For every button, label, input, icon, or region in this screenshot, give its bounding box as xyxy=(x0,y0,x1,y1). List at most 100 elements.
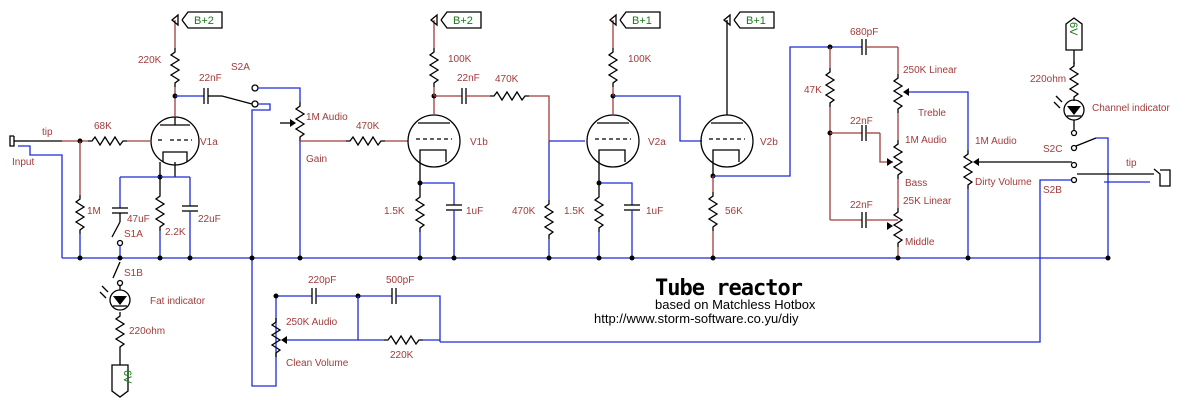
supply-6v-right: 6V xyxy=(1065,17,1083,51)
dirty-volume-pot xyxy=(963,149,973,190)
c22nb-label: 22nF xyxy=(457,73,480,84)
r470b-label: 470K xyxy=(495,74,519,85)
resistor-1-5k-a xyxy=(415,192,425,233)
svg-text:6V: 6V xyxy=(121,370,133,384)
bass-pot xyxy=(893,139,903,180)
r15b-label: 1.5K xyxy=(564,206,585,217)
treble-pot-label: 250K Linear xyxy=(903,65,958,76)
c1b-label: 1uF xyxy=(646,206,663,217)
c500p-label: 500pF xyxy=(386,275,414,286)
tip-in-label: tip xyxy=(42,127,53,138)
c1a-label: 1uF xyxy=(466,206,483,217)
tube-v2b xyxy=(700,114,754,168)
input-jack xyxy=(9,135,63,258)
r47k-label: 47K xyxy=(804,85,822,96)
s1b-label: S1B xyxy=(124,268,143,279)
v1b-label: V1b xyxy=(470,137,488,148)
supply-b1-right: B+1 xyxy=(722,11,775,29)
switch-s1a xyxy=(111,221,124,258)
c22u-label: 22uF xyxy=(198,214,221,225)
gain-pot xyxy=(295,101,305,142)
mid-pot-label: 25K Linear xyxy=(903,196,952,207)
r470a-label: 470K xyxy=(356,121,380,132)
v2a-label: V2a xyxy=(648,137,666,148)
gain-label: Gain xyxy=(306,154,327,165)
r470c-label: 470K xyxy=(512,206,536,217)
ground-junctions xyxy=(77,255,1111,261)
v1a-label: V1a xyxy=(200,137,218,148)
resistor-68k xyxy=(87,136,128,146)
r220ohm-r-label: 220ohm xyxy=(1030,74,1066,85)
resistor-470k-b xyxy=(489,91,530,101)
resistor-1m xyxy=(75,194,85,235)
r1m-label: 1M xyxy=(87,206,101,217)
channel-indicator-label: Channel indicator xyxy=(1092,103,1170,114)
resistor-220ohm-left xyxy=(115,311,125,352)
c22n-label: 22nF xyxy=(199,73,222,84)
r15a-label: 1.5K xyxy=(384,206,405,217)
s1a-label: S1A xyxy=(124,229,143,240)
tube-v2a xyxy=(586,114,640,168)
s2c-label: S2C xyxy=(1043,144,1062,155)
r220ohm-l-label: 220ohm xyxy=(129,326,165,337)
svg-text:B+2: B+2 xyxy=(453,15,473,27)
resistor-56k xyxy=(708,191,718,232)
middle-label: Middle xyxy=(905,237,935,248)
channel-indicator-led xyxy=(1053,95,1085,121)
svg-text:6V: 6V xyxy=(1067,22,1079,36)
clean-pot-label: 250K Audio xyxy=(286,317,338,328)
switch-s2a xyxy=(221,84,259,108)
resistor-220k-clean xyxy=(383,335,424,345)
s2a-label: S2A xyxy=(231,62,250,73)
switch-s1b xyxy=(112,261,124,287)
svg-text:B+1: B+1 xyxy=(632,15,652,27)
c22nt-label: 22nF xyxy=(850,116,873,127)
c47-label: 47uF xyxy=(127,214,150,225)
supply-b1-left: B+1 xyxy=(608,11,661,29)
r68k-label: 68K xyxy=(94,121,112,132)
diagram-subtitle: based on Matchless Hotbox xyxy=(655,297,816,312)
fat-indicator-led xyxy=(99,285,131,311)
bass-pot-label: 1M Audio xyxy=(905,135,947,146)
gain-pot-label: 1M Audio xyxy=(306,112,348,123)
diagram-url: http://www.storm-software.co.yu/diy xyxy=(594,311,799,326)
resistor-220ohm-right xyxy=(1069,61,1079,102)
supply-b2-right: B+2 xyxy=(429,11,482,29)
tube-v1a xyxy=(150,116,200,166)
resistor-47k xyxy=(825,67,835,108)
dirty-pot-label: 1M Audio xyxy=(975,136,1017,147)
treble-label: Treble xyxy=(918,108,946,119)
resistor-220k-plate xyxy=(170,47,180,88)
fat-indicator-label: Fat indicator xyxy=(150,296,206,307)
dirty-label: Dirty Volume xyxy=(975,177,1032,188)
tip-out-label: tip xyxy=(1126,158,1137,169)
bass-label: Bass xyxy=(905,178,927,189)
switch-s2c xyxy=(1070,129,1097,152)
tube-v1b xyxy=(407,114,461,168)
svg-text:B+2: B+2 xyxy=(194,15,214,27)
r220kc-label: 220K xyxy=(390,350,414,361)
r100b-label: 100K xyxy=(628,54,652,65)
c680-label: 680pF xyxy=(850,27,878,38)
treble-pot xyxy=(893,73,903,114)
v2b-label: V2b xyxy=(760,137,778,148)
r100a-label: 100K xyxy=(448,54,472,65)
resistor-470k-c xyxy=(544,199,554,240)
resistor-2-2k xyxy=(155,191,165,232)
c22nm-label: 22nF xyxy=(850,200,873,211)
c220p-label: 220pF xyxy=(308,275,336,286)
diagram-title: Tube reactor xyxy=(655,276,803,301)
r56k-label: 56K xyxy=(725,206,743,217)
switch-s2b xyxy=(1070,161,1124,184)
r220ka-label: 220K xyxy=(138,55,162,66)
supply-6v-left: 6V xyxy=(111,364,133,398)
middle-pot xyxy=(893,207,903,248)
s2b-label: S2B xyxy=(1043,185,1062,196)
input-label: Input xyxy=(12,157,34,168)
resistor-470k-a xyxy=(345,136,386,146)
resistor-100k-a xyxy=(429,47,439,88)
resistor-1-5k-b xyxy=(594,192,604,233)
supply-b2-left: B+2 xyxy=(170,11,223,29)
